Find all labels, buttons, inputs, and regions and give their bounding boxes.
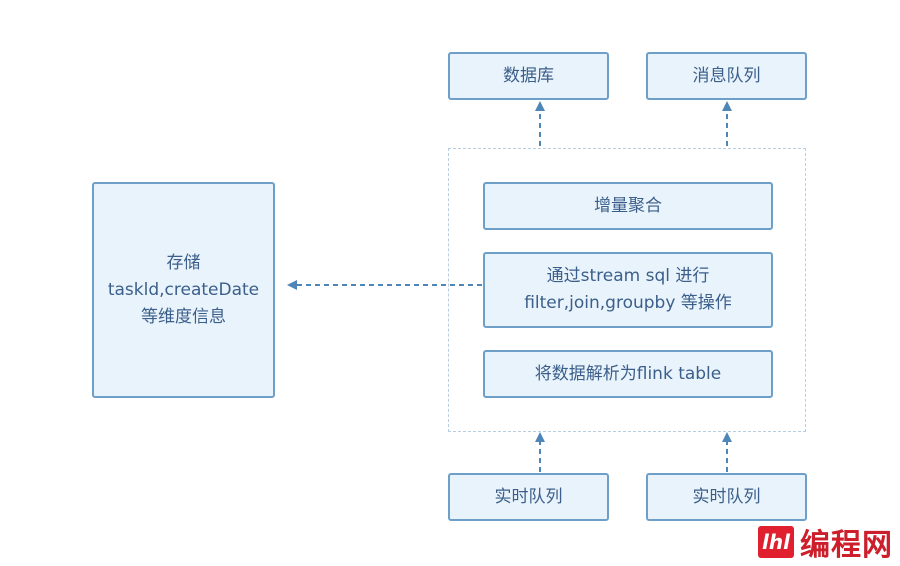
realtime-queue-node-2: 实时队列 xyxy=(646,473,807,521)
stream-sql-label-line1: 通过stream sql 进行 xyxy=(546,266,710,286)
storage-label-line3: 等维度信息 xyxy=(141,306,226,327)
watermark-logo: lhl xyxy=(758,526,794,558)
parse-table-node: 将数据解析为flink table xyxy=(483,350,773,398)
incremental-aggregation-label: 增量聚合 xyxy=(594,195,662,216)
watermark: lhl 编程网 xyxy=(758,520,893,564)
realtime-queue-label-2: 实时队列 xyxy=(692,486,761,507)
storage-label-line1: 存储 xyxy=(166,252,201,273)
storage-label-line2: taskld,createDate xyxy=(107,279,260,300)
database-node: 数据库 xyxy=(448,52,609,100)
database-label: 数据库 xyxy=(503,65,554,86)
watermark-text: 编程网 xyxy=(800,528,893,563)
stream-sql-label-line2: filter,join,groupby 等操作 xyxy=(524,293,732,313)
processing-group xyxy=(448,148,806,432)
storage-node: 存储 taskld,createDate 等维度信息 xyxy=(92,182,275,398)
message-queue-node: 消息队列 xyxy=(646,52,807,100)
stream-sql-node: 通过stream sql 进行 filter,join,groupby 等操作 xyxy=(483,252,773,328)
parse-table-label: 将数据解析为flink table xyxy=(534,363,722,384)
realtime-queue-label-1: 实时队列 xyxy=(494,486,563,507)
realtime-queue-node-1: 实时队列 xyxy=(448,473,609,521)
message-queue-label: 消息队列 xyxy=(692,65,761,86)
incremental-aggregation-node: 增量聚合 xyxy=(483,182,773,230)
